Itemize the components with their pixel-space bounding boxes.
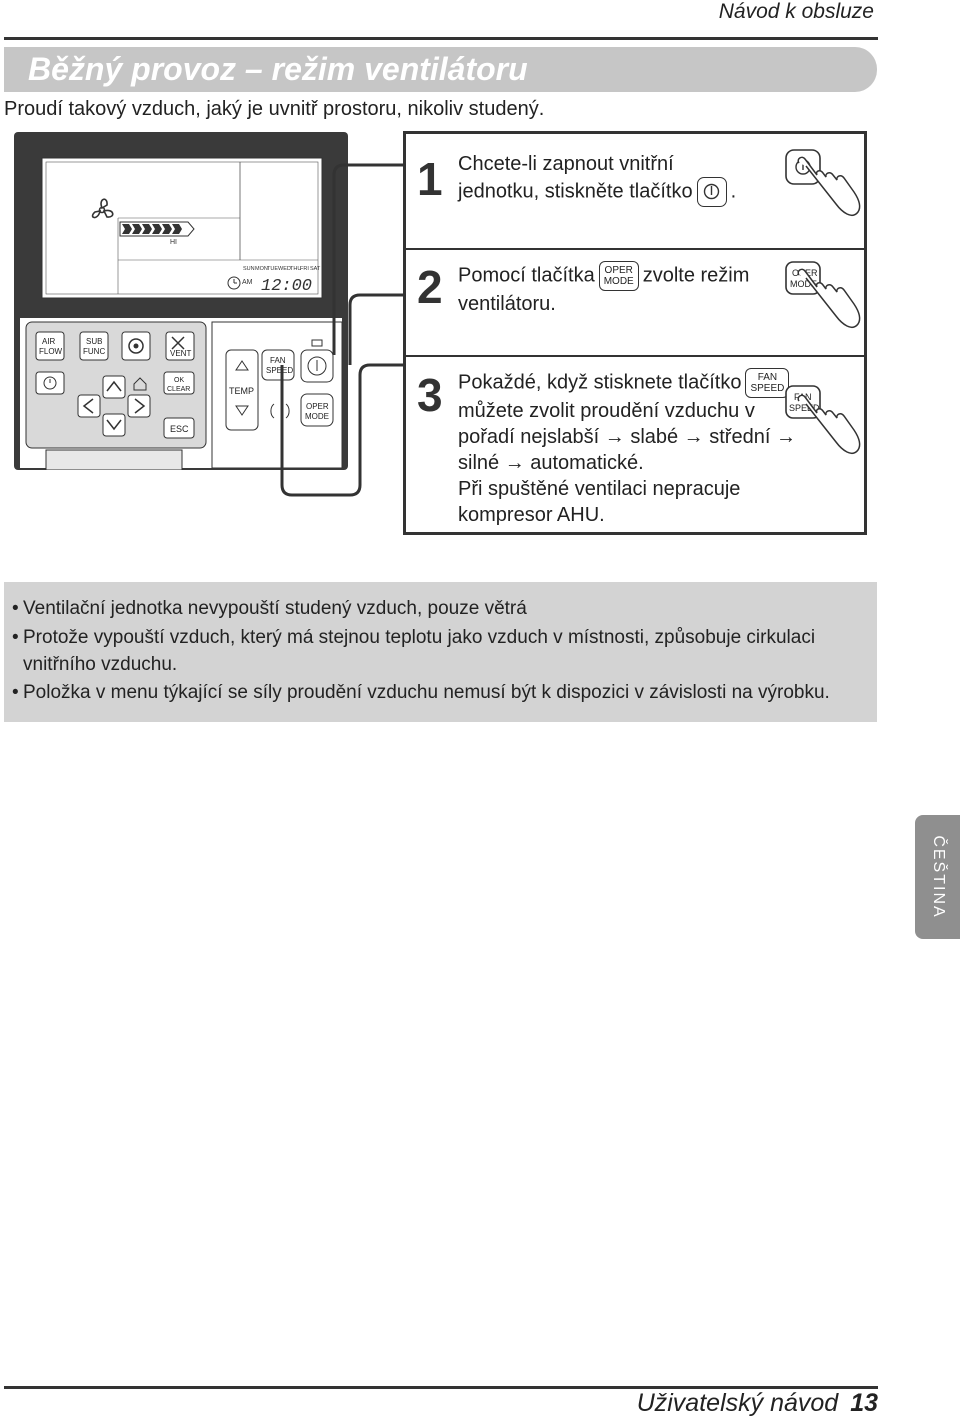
fan-icon	[91, 198, 114, 219]
remote-controller-illustration: HI SUN MON TUE WED THU FRI SAT AM 12:00 …	[14, 132, 348, 470]
power-icon	[696, 177, 727, 207]
connector-lines	[280, 163, 405, 497]
time-readout: 12:00	[261, 277, 312, 296]
section-banner: Běžný provoz – režim ventilátoru	[4, 47, 877, 92]
note-item: Protože vypouští vzduch, který má stejno…	[12, 624, 815, 678]
lcd-display	[41, 157, 323, 299]
svg-text:FRI: FRI	[300, 266, 309, 272]
steps-panel: 1 Chcete-li zapnout vnitřní jednotku, st…	[403, 131, 867, 535]
down-arrow-button	[102, 413, 126, 437]
oper-mode-button	[300, 393, 334, 427]
svg-text:CLEAR: CLEAR	[167, 386, 190, 393]
svg-text:SAT: SAT	[310, 266, 321, 272]
svg-text:FUNC: FUNC	[83, 347, 105, 356]
svg-text:OK: OK	[174, 377, 184, 384]
power-icon	[307, 356, 327, 376]
air-flow-button	[35, 331, 65, 361]
step-2-number: 2	[417, 261, 443, 313]
hand-press-icon: OPER MODE	[785, 261, 861, 328]
svg-text:MON: MON	[255, 266, 268, 272]
fan-speed-button	[261, 349, 295, 381]
section-title: Běžný provoz – režim ventilátoru	[28, 51, 528, 87]
hand-press-icon: FAN SPEED	[785, 385, 861, 454]
timer-clock-icon	[43, 376, 57, 390]
settings-icon	[128, 338, 144, 354]
indicator-brackets	[270, 403, 290, 419]
svg-text:THU: THU	[290, 266, 301, 272]
right-arrow-button	[127, 394, 151, 418]
fan-level-label: HI	[170, 239, 177, 246]
step-1-number: 1	[417, 153, 443, 205]
temp-up-icon	[235, 360, 249, 371]
clock-icon	[227, 276, 241, 290]
svg-text:FAN: FAN	[270, 356, 286, 365]
language-label: ČEŠTINA	[929, 835, 947, 919]
note-item: Položka v menu týkající se síly proudění…	[12, 679, 830, 706]
sub-func-button	[79, 331, 109, 361]
step-divider	[406, 248, 864, 250]
svg-text:ESC: ESC	[170, 424, 189, 434]
esc-button	[163, 417, 195, 439]
power-indicator	[311, 339, 323, 347]
svg-text:VENT: VENT	[170, 349, 191, 358]
up-arrow-button	[102, 375, 126, 399]
step-divider	[406, 355, 864, 357]
temp-down-icon	[235, 405, 249, 416]
svg-text:SUN: SUN	[243, 266, 255, 272]
keypad-cover-edge	[45, 449, 183, 470]
home-icon	[133, 377, 147, 391]
section-subtitle: Proudí takový vzduch, jaký je uvnitř pro…	[4, 98, 545, 120]
top-rule	[4, 37, 878, 40]
hand-press-icon	[785, 149, 861, 216]
document-title: Návod k obsluze	[718, 0, 874, 23]
svg-text:WED: WED	[278, 266, 291, 272]
fan-level-bar	[119, 221, 195, 237]
svg-text:FLOW: FLOW	[39, 347, 63, 356]
svg-text:SPEED: SPEED	[266, 366, 293, 375]
bottom-rule	[4, 1386, 878, 1389]
svg-text:OPER: OPER	[306, 402, 329, 411]
footer-label: Uživatelský návod	[636, 1389, 839, 1417]
page-number: 13	[850, 1389, 878, 1417]
ampm-label: AM	[242, 279, 253, 286]
page-footer: Uživatelský návod 13	[637, 1389, 878, 1418]
svg-text:SUB: SUB	[86, 337, 102, 346]
ok-clear-button	[163, 371, 195, 395]
step-3-number: 3	[417, 369, 443, 421]
step-1-text: Chcete-li zapnout vnitřní jednotku, stis…	[458, 151, 736, 207]
left-arrow-button	[77, 394, 101, 418]
svg-text:MODE: MODE	[305, 412, 329, 421]
temp-rocker	[225, 349, 259, 431]
svg-text:MODE: MODE	[790, 279, 817, 289]
svg-text:AIR: AIR	[42, 337, 56, 346]
weekday-row: SUN MON TUE WED THU FRI SAT	[243, 266, 321, 272]
svg-text:TUE: TUE	[267, 266, 278, 272]
notes-box: Ventilační jednotka nevypouští studený v…	[4, 582, 877, 722]
language-tab: ČEŠTINA	[915, 815, 960, 939]
note-item: Ventilační jednotka nevypouští studený v…	[12, 595, 527, 622]
svg-text:SPEED: SPEED	[789, 403, 820, 413]
svg-text:TEMP: TEMP	[229, 386, 254, 396]
